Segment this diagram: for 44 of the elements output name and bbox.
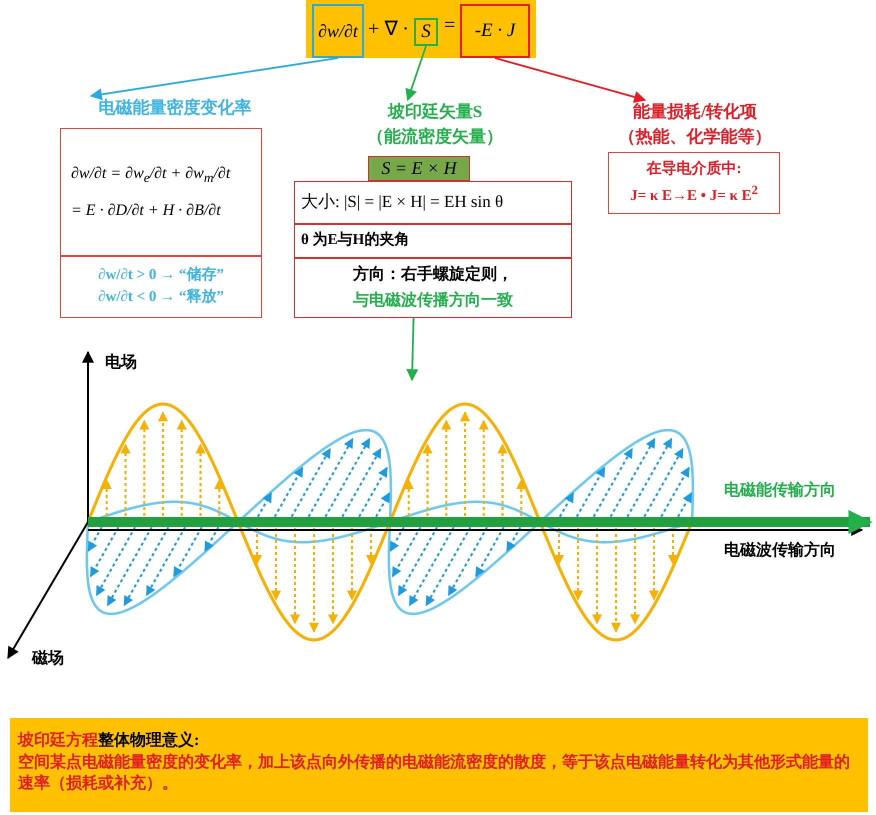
equation-operator: =: [444, 14, 456, 37]
heading: 坡印廷矢量S: [388, 101, 482, 124]
arrow: [90, 57, 338, 100]
formula: ∂w/∂t = ∂w$_{e}$/∂t + ∂w$_{m}$/∂t: [71, 164, 230, 188]
arrow: [405, 46, 427, 102]
formula: J= κ E→E • J= κ E$^{2}$: [630, 182, 758, 206]
condition-text: ∂w/∂t < 0 → “释放”: [98, 288, 224, 307]
summary-text: 空间某点电磁能量密度的变化率，加上该点向外传播的电磁能流密度的散度，等于该点电磁能量转化为其他形式能量的速率（损耗或补充）。: [18, 752, 851, 794]
summary-heading: 整体物理意义:: [98, 732, 200, 749]
summary-band: [10, 718, 868, 812]
condition-text: ∂w/∂t > 0 → “储存”: [98, 266, 224, 286]
direction-text: 与电磁波传播方向一致: [353, 290, 513, 311]
magnitude-text: 大小: |S| = |E × H| = EH sin θ: [301, 191, 504, 214]
note-box: [608, 152, 780, 214]
equation-box: [306, 0, 536, 58]
axis-label: 电磁能传输方向: [724, 480, 836, 501]
equation-term: S: [421, 20, 431, 44]
table-row: [294, 258, 572, 318]
formula: = E · ∂D/∂t + H · ∂B/∂t: [71, 200, 221, 221]
axis-label: 磁场: [32, 648, 64, 669]
subheading: （热能、化学能等）: [618, 126, 772, 148]
equation-term-box: [414, 18, 438, 46]
axis-label: 电场: [105, 352, 137, 373]
axis-label: 电磁波传输方向: [724, 540, 836, 561]
formula-box: [60, 128, 262, 256]
equation-term-box: [312, 4, 364, 58]
formula: S = E × H: [381, 157, 457, 180]
arrow: [494, 57, 646, 103]
table-row: [294, 181, 572, 224]
equation-operator: + ∇ ·: [368, 17, 409, 41]
equation-term: -E · J: [474, 19, 516, 44]
angle-note: θ 为E与H的夹角: [301, 230, 410, 250]
formula-box: [368, 156, 470, 181]
arrow: [406, 318, 418, 382]
summary-heading: 坡印廷方程: [18, 732, 98, 749]
equation-term-box: [460, 4, 530, 58]
condition-box: [60, 256, 262, 318]
formula: 在导电介质中:: [646, 159, 742, 179]
equation-term: ∂w/∂t: [318, 20, 358, 43]
direction-text: 方向：右手螺旋定则，: [353, 264, 513, 286]
heading: 电磁能量密度变化率: [98, 96, 252, 119]
subheading: （能流密度矢量）: [367, 126, 503, 148]
heading: 能量损耗/转化项: [633, 101, 757, 124]
table-row: [294, 224, 572, 258]
